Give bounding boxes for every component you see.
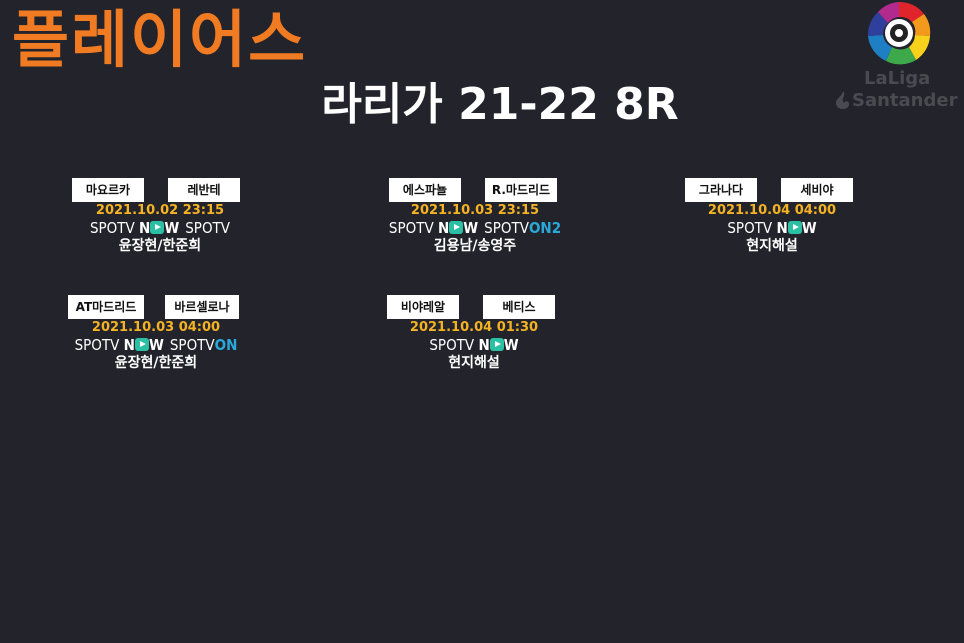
laliga-wordmark: LaLiga (864, 68, 931, 89)
santander-wordmark: Santander (852, 90, 958, 111)
laliga-ball-icon (867, 1, 931, 65)
match-datetime: 2021.10.02 23:15 (95, 203, 225, 218)
play-icon (489, 338, 504, 351)
commentators: 현지해설 (746, 238, 798, 254)
play-icon (449, 221, 464, 234)
laliga-logo: LaLiga Santander (832, 0, 964, 116)
teams-row: AT마드리드 바르셀로나 (66, 295, 246, 321)
away-team: R.마드리드 (485, 178, 557, 202)
play-icon (787, 221, 802, 234)
spotv-on-logo: SPOTVON (169, 336, 238, 354)
match-datetime: 2021.10.04 04:00 (707, 203, 837, 218)
home-team: 그라나다 (685, 178, 757, 202)
play-icon (134, 338, 149, 351)
teams-row: 마요르카 레반테 (70, 178, 250, 204)
away-team: 베티스 (483, 295, 555, 319)
home-team: 에스파뇰 (389, 178, 461, 202)
away-team: 레반테 (168, 178, 240, 202)
commentators: 김용남/송영주 (433, 238, 517, 254)
home-team: 비야레알 (387, 295, 459, 319)
play-icon (150, 221, 165, 234)
match-datetime: 2021.10.03 23:15 (410, 203, 540, 218)
away-team: 세비야 (781, 178, 853, 202)
commentators: 현지해설 (448, 355, 500, 371)
spotv-on2-logo: SPOTVON2 (484, 219, 562, 237)
commentators: 윤장현/한준희 (118, 238, 202, 254)
match-datetime: 2021.10.04 01:30 (409, 320, 539, 335)
teams-row: 에스파뇰 R.마드리드 (385, 178, 565, 204)
commentators: 윤장현/한준희 (114, 355, 198, 371)
away-team: 바르셀로나 (165, 295, 239, 319)
santander-flame-icon (836, 91, 849, 109)
teams-row: 그라나다 세비야 (682, 178, 862, 204)
spotv-logo: SPOTV (185, 219, 231, 237)
brand-title: 플레이어스 (12, 3, 308, 76)
match-datetime: 2021.10.03 04:00 (91, 320, 221, 335)
round-title: 라리가 21-22 8R (321, 79, 679, 130)
home-team: AT마드리드 (68, 295, 144, 319)
teams-row: 비야레알 베티스 (384, 295, 564, 321)
home-team: 마요르카 (72, 178, 144, 202)
